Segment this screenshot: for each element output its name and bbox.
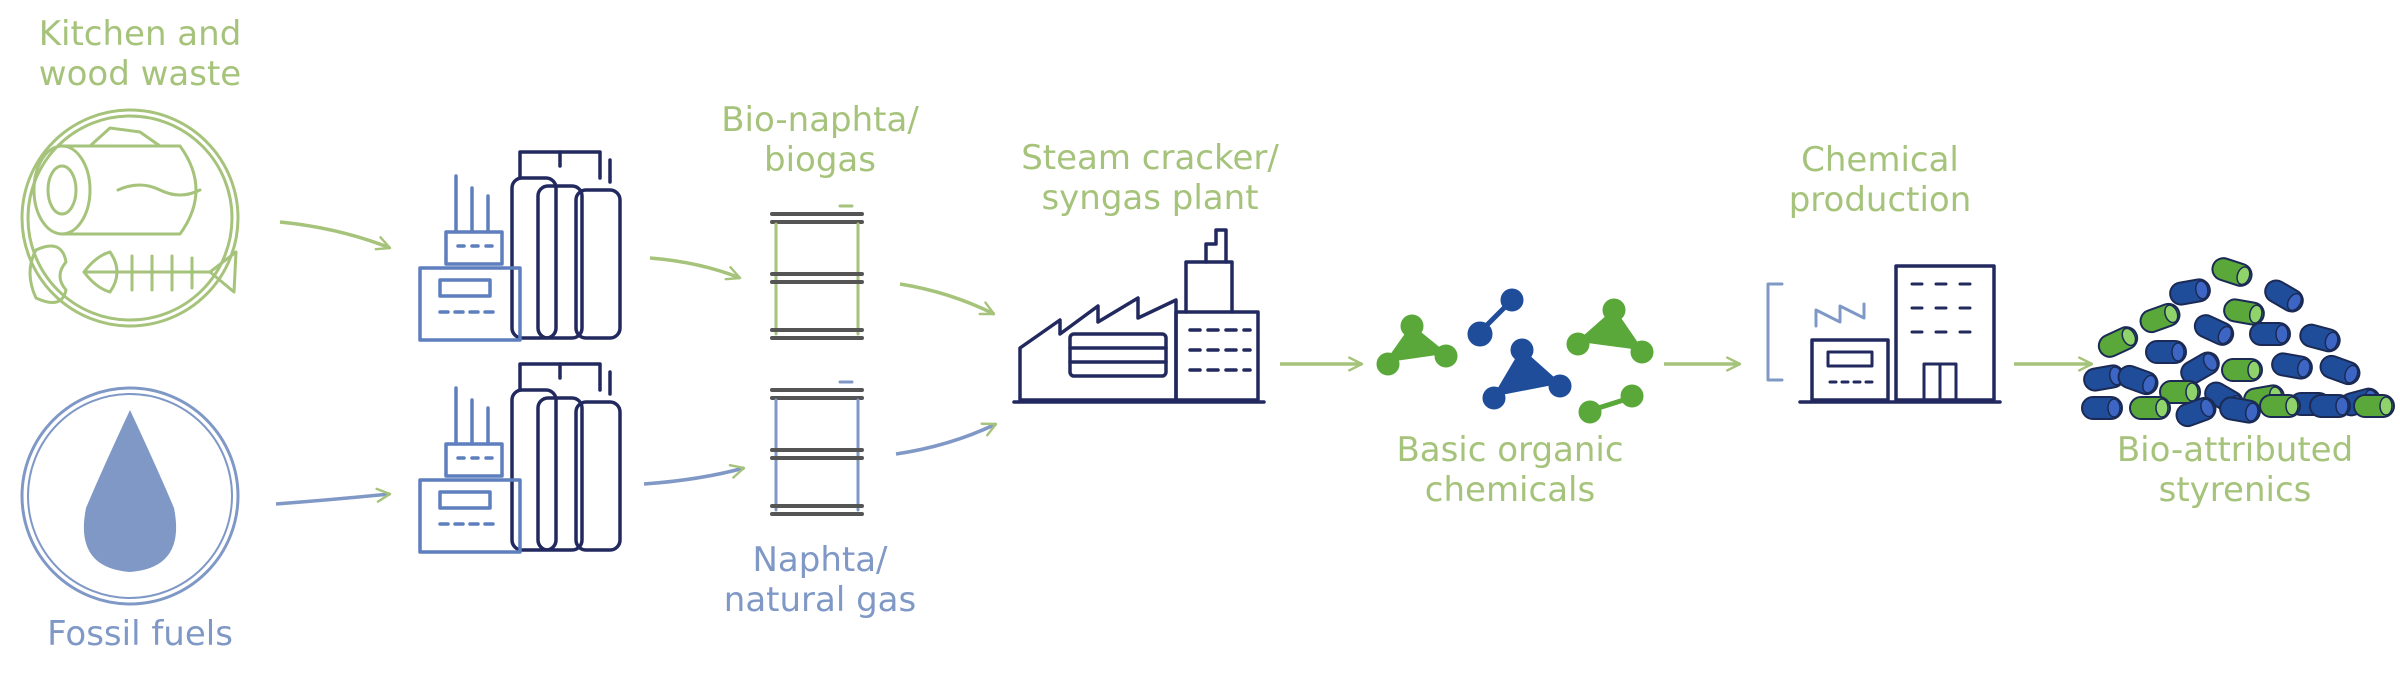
label-bio-attributed: Bio-attributed styrenics xyxy=(2090,430,2380,510)
label-basic-organic: Basic organic chemicals xyxy=(1360,430,1660,510)
label-line: wood waste xyxy=(38,54,242,94)
fossil-drop-icon xyxy=(20,386,240,606)
pellet xyxy=(2139,302,2181,334)
label-bio-naphta: Bio-naphta/ biogas xyxy=(700,100,940,180)
pellet xyxy=(2299,323,2341,353)
label-line: Fossil fuels xyxy=(47,614,233,654)
label-naphta: Naphta/ natural gas xyxy=(700,540,940,620)
pellet xyxy=(2353,394,2395,418)
label-line: Bio-naphta/ xyxy=(721,100,919,140)
factory-icon xyxy=(1012,228,1266,404)
arrow-icon xyxy=(649,256,742,281)
barrel-icon xyxy=(770,204,864,340)
pellet xyxy=(2193,314,2235,346)
pellet xyxy=(2145,340,2187,364)
pellet xyxy=(2223,298,2265,326)
pellet xyxy=(2249,322,2291,346)
pellet xyxy=(2129,396,2171,420)
label-line: styrenics xyxy=(2158,470,2312,510)
pellet xyxy=(2175,396,2217,428)
pellet xyxy=(2117,364,2159,396)
label-line: biogas xyxy=(764,140,876,180)
pellet xyxy=(2221,358,2263,382)
pellet xyxy=(2097,326,2139,358)
pellet xyxy=(2259,394,2301,418)
label-line: production xyxy=(1788,180,1972,220)
label-steam-cracker: Steam cracker/ syngas plant xyxy=(1000,138,1300,218)
label-chemical-production: Chemical production xyxy=(1740,140,2020,220)
pellet xyxy=(2309,394,2351,418)
label-line: Naphta/ xyxy=(752,540,888,580)
pellet xyxy=(2319,354,2361,386)
label-line: Chemical xyxy=(1801,140,1959,180)
arrow-icon xyxy=(643,463,746,486)
kitchen-waste-icon xyxy=(20,108,240,328)
label-line: syngas plant xyxy=(1041,178,1259,218)
arrow-icon xyxy=(899,282,996,316)
pellet xyxy=(2180,351,2220,385)
label-line: Basic organic xyxy=(1396,430,1624,470)
label-fossil-fuels: Fossil fuels xyxy=(20,614,260,654)
chemical-plant-icon xyxy=(1766,264,2002,404)
pellet xyxy=(2219,396,2261,424)
pellet xyxy=(2264,279,2304,313)
arrow-icon xyxy=(279,220,392,251)
pellet xyxy=(2159,380,2201,404)
arrow-icon xyxy=(275,487,392,506)
arrow-icon xyxy=(895,422,998,456)
label-line: natural gas xyxy=(723,580,917,620)
label-line: chemicals xyxy=(1424,470,1596,510)
label-kitchen-wood-waste: Kitchen and wood waste xyxy=(20,14,260,94)
label-line: Bio-attributed xyxy=(2116,430,2354,470)
label-line: Steam cracker/ xyxy=(1021,138,1279,178)
refinery-icon xyxy=(418,362,622,554)
refinery-icon xyxy=(418,150,622,342)
molecule-icon xyxy=(1376,288,1654,424)
barrel-icon xyxy=(770,380,864,516)
pellet xyxy=(2211,257,2253,287)
pellets-icon xyxy=(2081,257,2395,428)
pellet xyxy=(2169,278,2211,306)
label-line: Kitchen and xyxy=(38,14,242,54)
pellet xyxy=(2081,396,2123,420)
pellet xyxy=(2271,352,2313,380)
